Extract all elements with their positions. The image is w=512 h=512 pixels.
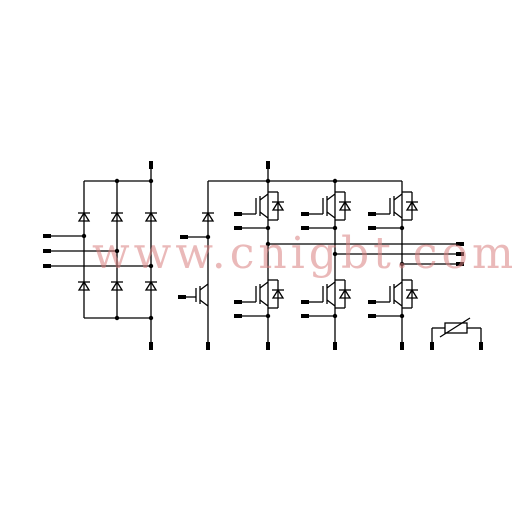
brake-gate-pin — [178, 295, 186, 299]
igbt-gate-pin — [368, 300, 376, 304]
output-u-pin — [456, 242, 464, 246]
diode-rect-u1 — [77, 211, 91, 222]
igbt-gate-pin — [234, 212, 242, 216]
ac-input-3-pin — [43, 264, 51, 268]
diode-rect-l1 — [77, 280, 91, 291]
igbt-gate-pin — [301, 212, 309, 216]
output-v-pin — [456, 252, 464, 256]
igbt-low-2 — [301, 279, 352, 319]
diode-rect-u2 — [110, 211, 124, 222]
brake-emitter-pin — [206, 342, 210, 350]
emitter-w-pin — [400, 342, 404, 350]
igbt-low-1 — [234, 279, 285, 319]
dc-minus-rect-pin — [149, 342, 153, 350]
inverter-igbts — [234, 191, 419, 319]
ac-input-2-pin — [43, 249, 51, 253]
diode-rect-u3 — [144, 211, 158, 222]
igbt-emitter-pin — [301, 226, 309, 230]
emitter-u-pin — [266, 342, 270, 350]
emitter-v-pin — [333, 342, 337, 350]
watermark-text: www.cnigbt.com — [92, 228, 512, 279]
ac-input-1-pin — [43, 234, 51, 238]
thermistor-pin-1 — [430, 342, 434, 350]
ntc-thermistor — [430, 317, 483, 350]
dc-plus-inverter-pin — [266, 161, 270, 169]
diode-rect-l2 — [110, 280, 124, 291]
output-w-pin — [456, 262, 464, 266]
igbt-high-1 — [234, 191, 285, 231]
igbt-high-2 — [301, 191, 352, 231]
igbt-emitter-pin — [368, 226, 376, 230]
brake-chopper — [178, 180, 268, 350]
igbt-emitter-pin — [301, 314, 309, 318]
brake-output-pin — [180, 235, 188, 239]
thermistor-pin-2 — [479, 342, 483, 350]
igbt-low-3 — [368, 279, 419, 319]
igbt-gate-pin — [368, 212, 376, 216]
diode-rect-l3 — [144, 280, 158, 291]
igbt-gate-pin — [301, 300, 309, 304]
igbt-high-3 — [368, 191, 419, 231]
igbt-gate-pin — [234, 300, 242, 304]
igbt-emitter-pin — [368, 314, 376, 318]
rectifier-bridge — [43, 161, 158, 350]
dc-plus-rect-pin — [149, 161, 153, 169]
igbt-emitter-pin — [234, 226, 242, 230]
igbt-emitter-pin — [234, 314, 242, 318]
